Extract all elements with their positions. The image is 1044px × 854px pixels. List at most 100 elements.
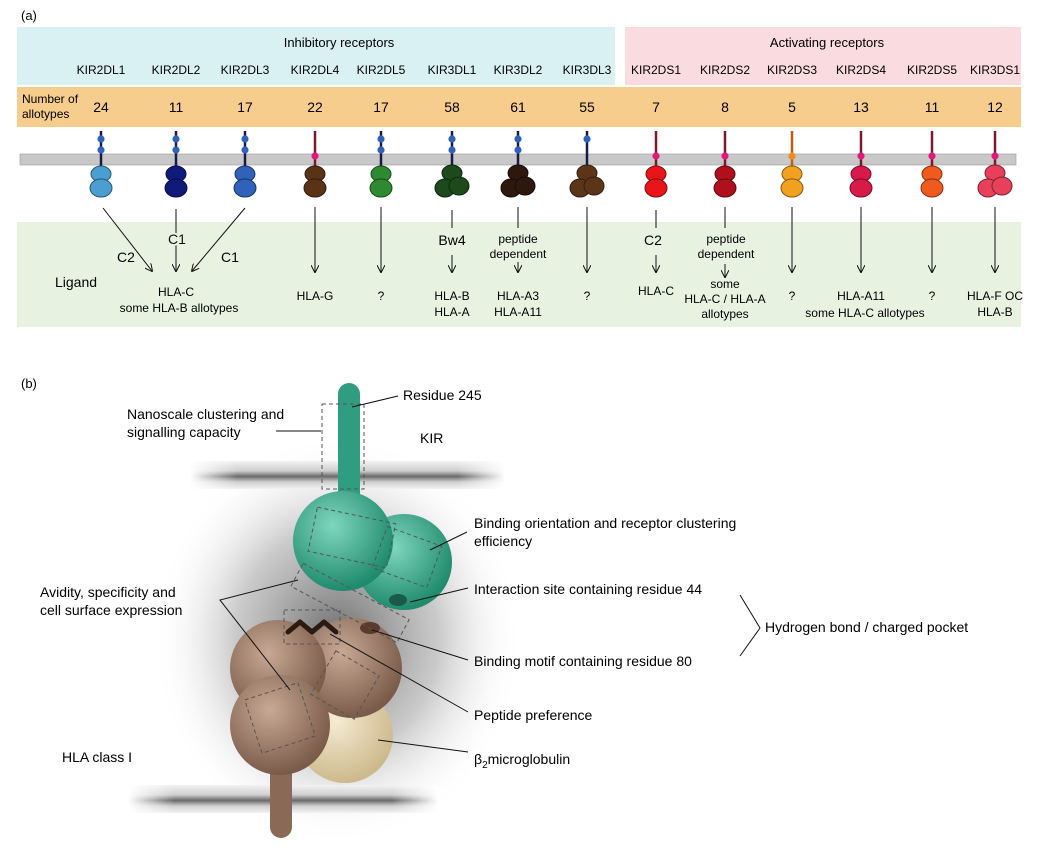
ligand-peptide-2ds2-2: dependent	[698, 247, 755, 261]
domain-d1-kir3dl2	[514, 176, 536, 196]
ligand-text-kir2ds3-0: ?	[789, 289, 796, 303]
receptor-name-kir2ds5: KIR2DS5	[907, 63, 957, 77]
leader-b2m	[377, 739, 469, 753]
allotype-count-kir2dl3: 17	[237, 99, 253, 115]
receptor-name-kir3dl3: KIR3DL3	[563, 63, 612, 77]
allotype-label-line1: Number of	[22, 92, 79, 106]
allotype-count-kir3dl3: 55	[579, 99, 595, 115]
itim-motif-2-kir2dl5	[377, 146, 385, 154]
panel-b-label: (b)	[21, 376, 37, 391]
receptor-name-kir3dl1: KIR3DL1	[428, 63, 477, 77]
ligand-bw4: Bw4	[438, 232, 465, 248]
receptor-name-kir2dl5: KIR2DL5	[357, 63, 406, 77]
ligand-arrow-2dl3	[192, 207, 246, 271]
domain-d1-kir2ds1	[644, 178, 668, 198]
label-peptide-preference: Peptide preference	[474, 707, 593, 723]
itim-motif-2-kir2dl2	[172, 146, 180, 154]
leader-avidity	[219, 579, 299, 691]
ligand-c1-right: C1	[221, 249, 239, 265]
itim-motif-2-kir2dl1	[97, 146, 105, 154]
ligand-text-kir2ds1-0: HLA-C	[638, 284, 674, 298]
receptor-layer: KIR2DL1 24 KIR2DL2 11 KIR2DL3 17 KIR2DL4 22 KIR2…	[77, 63, 1024, 321]
label-interaction-site: Interaction site containing residue 44	[474, 581, 702, 597]
ligand-label: Ligand	[55, 274, 97, 290]
peptide-dashed-box	[283, 609, 341, 645]
kir-domain-1	[293, 491, 393, 591]
bracket-hydrogen-bond	[739, 594, 761, 657]
label-binding-orientation-1: Binding orientation and receptor cluster…	[474, 515, 736, 531]
ligand-c2-left: C2	[117, 249, 135, 265]
leader-interaction-site	[409, 587, 469, 603]
domain-d1-kir3dl3	[583, 176, 605, 196]
allotype-count-kir2dl5: 17	[373, 99, 389, 115]
ligand-arrow-2dl1	[102, 207, 152, 271]
ligand-text-kir2ds2-0: some	[710, 277, 740, 291]
itim-motif-2-kir3dl1	[448, 146, 456, 154]
ligand-text-kir2ds4-0: HLA-A11	[837, 289, 885, 303]
itim-motif-2-kir2dl3	[241, 146, 249, 154]
label-avidity-2: cell surface expression	[40, 602, 182, 618]
ligand-text-kir3dl2-1: HLA-A11	[494, 305, 542, 319]
peptide-squiggle	[285, 619, 339, 635]
ligand-area-bg	[17, 222, 1021, 327]
ligand-peptide-3dl2-2: dependent	[490, 247, 547, 261]
hla-domain-dashed-box	[244, 682, 316, 754]
allotype-count-kir2dl1: 24	[93, 99, 109, 115]
itim-motif-1-kir2dl5	[377, 135, 385, 143]
receptor-name-kir2ds4: KIR2DS4	[836, 63, 886, 77]
label-avidity-1: Avidity, specificity and	[40, 584, 176, 600]
ligand-some-hla-b: some HLA-B allotypes	[120, 301, 239, 315]
itim-motif-1-kir3dl1	[448, 135, 456, 143]
allotype-count-kir2ds4: 13	[853, 99, 869, 115]
allotype-count-kir3dl1: 58	[444, 99, 460, 115]
ligand-text-kir2ds5-0: ?	[929, 289, 936, 303]
ligand-text-kir2dl5-0: ?	[378, 289, 385, 303]
label-hydrogen-bond: Hydrogen bond / charged pocket	[765, 619, 968, 635]
domain-d1-kir2dl5	[369, 178, 393, 198]
domain-d1-kir2dl2	[164, 178, 188, 198]
ligand-text-kir3dl1-1: HLA-A	[434, 305, 469, 319]
allotype-row-bg	[17, 87, 1021, 127]
label-residue-245: Residue 245	[403, 387, 482, 403]
ligand-text-kir2ds2-1: HLA-C / HLA-A	[684, 292, 765, 306]
allotype-count-kir2dl2: 11	[169, 99, 184, 115]
panel-a-label: (a)	[21, 8, 37, 23]
receptor-name-kir2dl1: KIR2DL1	[77, 63, 126, 77]
domain-d1-kir2ds4	[849, 178, 873, 198]
charged-residue-kir3ds1	[991, 152, 999, 160]
receptor-name-kir2ds3: KIR2DS3	[767, 63, 817, 77]
allotype-count-kir2dl4: 22	[307, 99, 323, 115]
ligand-text-kir2dl4-0: HLA-G	[297, 289, 334, 303]
itim-motif-1-kir3dl2	[514, 135, 522, 143]
receptor-name-kir2dl4: KIR2DL4	[291, 63, 340, 77]
receptor-name-kir3ds1: KIR3DS1	[970, 63, 1020, 77]
itim-motif-1-kir3dl3	[583, 135, 591, 143]
charged-residue-kir2ds4	[857, 152, 865, 160]
domain-d1-kir3dl1	[448, 176, 470, 196]
ligand-peptide-2ds2-1: peptide	[706, 232, 746, 246]
allotype-count-kir2ds2: 8	[721, 99, 729, 115]
kir-residue-44-site	[389, 594, 407, 606]
allotype-count-kir2ds5: 11	[925, 99, 940, 115]
domain-d1-kir2dl1	[89, 178, 113, 198]
allotype-count-kir3ds1: 12	[987, 99, 1003, 115]
hla-alpha3	[230, 675, 330, 775]
receptor-name-kir2dl3: KIR2DL3	[221, 63, 270, 77]
leader-binding-orientation	[429, 531, 468, 551]
domain-d1-kir2dl4	[303, 178, 327, 198]
domain-d1-kir2ds3	[780, 178, 804, 198]
allotype-count-kir3dl2: 61	[510, 99, 526, 115]
leader-peptide-pref	[329, 633, 469, 713]
allotype-label-line2: allotypes	[22, 107, 69, 121]
receptor-name-kir2dl2: KIR2DL2	[152, 63, 201, 77]
domain-d1-kir2ds2	[713, 178, 737, 198]
label-binding-orientation-2: efficiency	[474, 533, 532, 549]
ligand-c2-2ds1: C2	[644, 232, 662, 248]
label-nanoscale-1: Nanoscale clustering and	[127, 406, 284, 422]
charged-residue-kir2ds2	[721, 152, 729, 160]
receptor-name-kir3dl2: KIR3DL2	[494, 63, 543, 77]
domain-d1-kir3ds1	[991, 176, 1013, 196]
ligand-text-kir3ds1-1: HLA-B	[977, 305, 1012, 319]
charged-residue-kir2ds1	[652, 152, 660, 160]
